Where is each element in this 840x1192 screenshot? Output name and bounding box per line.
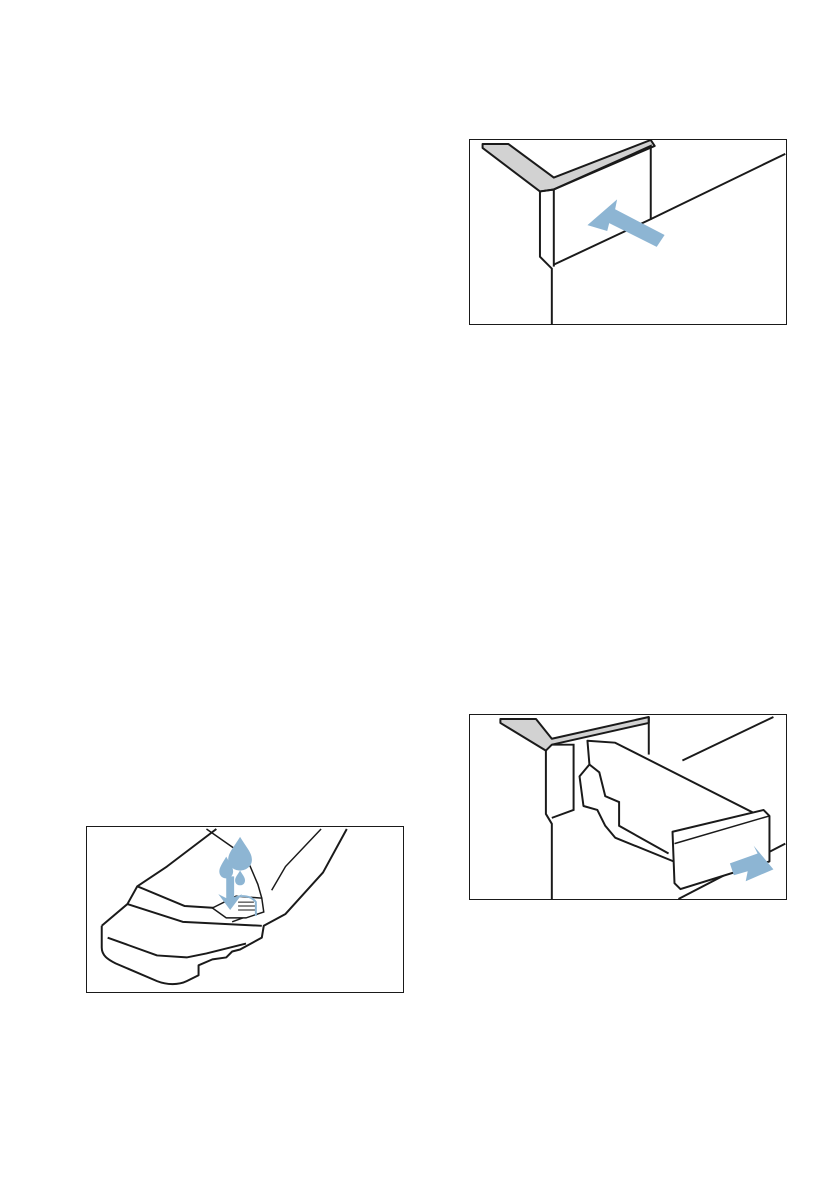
front-panel-outline xyxy=(540,189,554,266)
fill-water-figure xyxy=(86,826,404,993)
pull-drawer-out-figure xyxy=(469,714,787,900)
push-drawer-in-illustration xyxy=(470,140,786,324)
insert-inner-rim-2 xyxy=(272,829,321,890)
insert-top-edge xyxy=(102,829,217,926)
push-drawer-in-figure xyxy=(469,139,787,325)
housing-left-edge xyxy=(540,191,552,324)
water-drop-tiny-icon xyxy=(235,870,245,885)
insert-ridge-2 xyxy=(137,886,216,908)
housing-right-edge xyxy=(682,717,773,761)
insert-base-front xyxy=(108,938,246,958)
housing-top-right-edge xyxy=(651,154,786,219)
housing-frame xyxy=(546,751,552,899)
housing-inner-frame xyxy=(552,745,574,818)
fill-water-illustration xyxy=(87,827,403,992)
pull-drawer-out-illustration xyxy=(470,715,786,899)
push-arrow-icon xyxy=(587,199,664,246)
water-drop-large-icon xyxy=(228,837,252,871)
